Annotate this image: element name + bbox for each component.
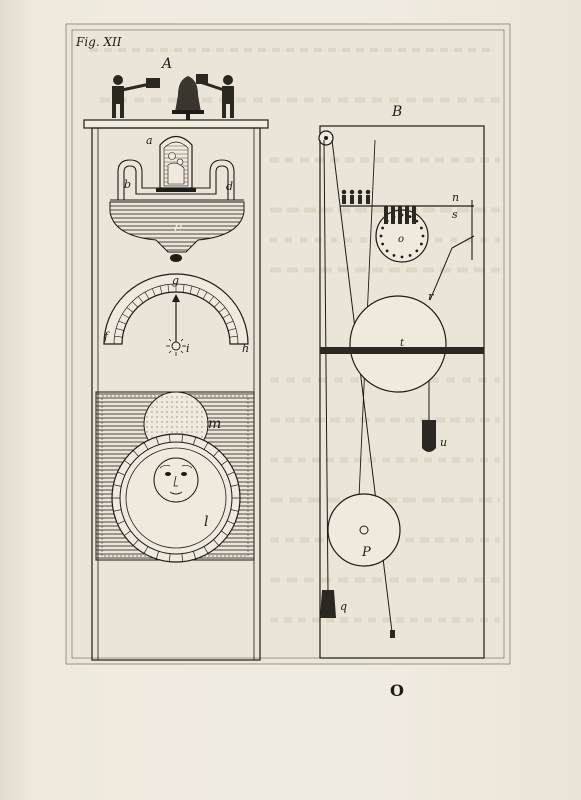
label-g: g — [172, 274, 179, 287]
label-h: h — [242, 342, 249, 355]
label-P: P — [361, 545, 371, 560]
large-wheel — [349, 295, 447, 393]
pulley-p — [327, 493, 401, 567]
label-f: f — [103, 330, 110, 343]
axle-bar — [320, 347, 484, 354]
label-s: s — [452, 208, 458, 221]
weight-q-icon — [320, 590, 336, 618]
weight-u-icon — [422, 420, 436, 452]
semicircular-dial — [103, 273, 249, 356]
pin-wheel — [375, 206, 429, 263]
weight-mechanism-figure-b: B n s — [318, 104, 485, 700]
procession-figures-icon — [341, 189, 371, 204]
label-O: O — [390, 681, 404, 700]
madonna-niche-icon — [156, 135, 196, 192]
figure-caption: Fig. XII — [75, 35, 122, 49]
water-basin — [109, 201, 245, 253]
label-m: m — [208, 416, 221, 432]
label-n: n — [452, 191, 459, 204]
clock-tower-figure-a: A a b d e — [83, 56, 269, 661]
label-a: a — [146, 134, 153, 147]
label-o: o — [398, 234, 404, 245]
label-B: B — [391, 104, 402, 120]
label-l: l — [204, 514, 208, 530]
moon-face-icon — [153, 457, 199, 503]
bell-icon — [172, 76, 204, 122]
label-A: A — [160, 56, 172, 72]
label-b: b — [124, 178, 131, 191]
tower-cornice — [83, 119, 269, 129]
label-r: r — [428, 290, 434, 303]
label-t: t — [400, 338, 405, 349]
label-e: e — [174, 220, 182, 236]
right-jacquemart-figure-icon — [196, 74, 234, 118]
label-i: i — [186, 342, 190, 355]
figure-track — [110, 159, 244, 201]
label-d: d — [226, 180, 233, 193]
tower-body — [91, 127, 261, 661]
label-q: q — [340, 600, 347, 613]
left-jacquemart-figure-icon — [112, 75, 160, 118]
label-u: u — [440, 436, 447, 449]
show-through-text — [90, 48, 500, 623]
